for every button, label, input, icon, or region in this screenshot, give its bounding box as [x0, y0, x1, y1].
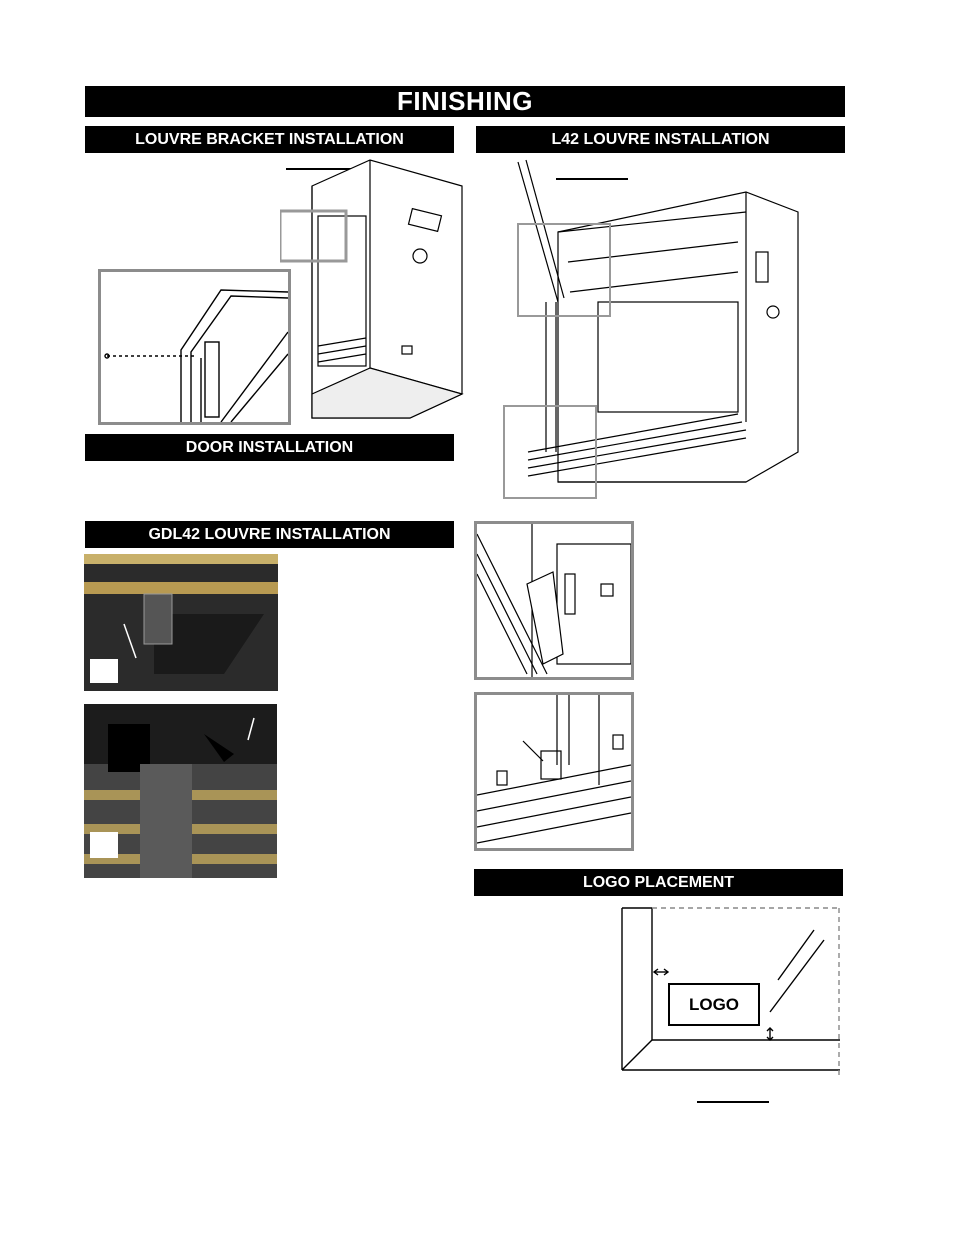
section-header-door: DOOR INSTALLATION — [85, 434, 454, 461]
louvre-clip-detail-drawing — [476, 695, 632, 844]
section-header-gdl42-louvre: GDL42 LOUVRE INSTALLATION — [85, 521, 454, 548]
gdl42-bracket-photo-1 — [84, 554, 278, 691]
louvre-bracket-detail-drawing — [104, 289, 289, 423]
figure-caption-rule — [697, 1101, 769, 1103]
figure-caption-rule — [556, 178, 628, 180]
section-header-l42-louvre: L42 LOUVRE INSTALLATION — [476, 126, 845, 153]
louvre-hinge-detail-frame — [474, 521, 634, 680]
page-title: FINISHING — [85, 86, 845, 117]
l42-louvre-fireplace-drawing — [503, 159, 799, 499]
louvre-bracket-fireplace-drawing — [280, 159, 464, 419]
gdl42-bracket-photo-2 — [84, 704, 277, 878]
section-header-louvre-bracket: LOUVRE BRACKET INSTALLATION — [85, 126, 454, 153]
louvre-clip-detail-frame — [474, 692, 634, 851]
logo-placement-drawing — [621, 907, 840, 1076]
louvre-bracket-detail-frame — [98, 269, 291, 425]
louvre-hinge-detail-drawing — [476, 524, 632, 677]
section-header-logo-placement: LOGO PLACEMENT — [474, 869, 843, 896]
logo-box: LOGO — [668, 983, 760, 1026]
figure-caption-rule — [286, 168, 358, 170]
